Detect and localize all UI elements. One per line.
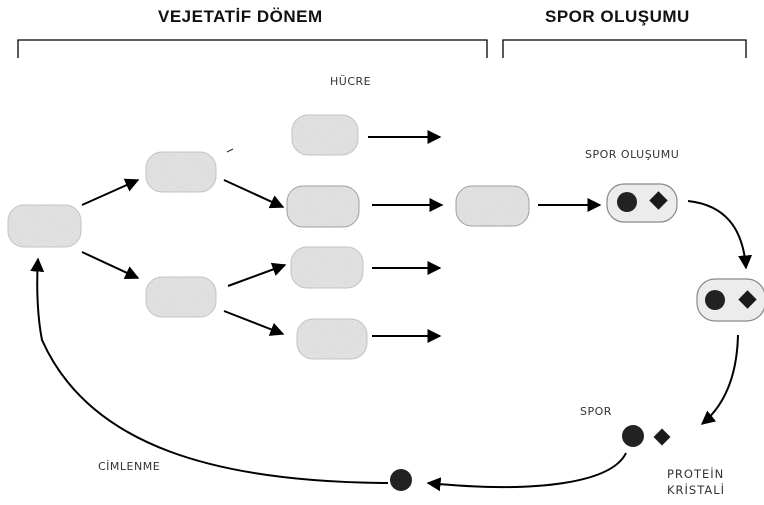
free-protein-crystal <box>653 428 671 446</box>
sporulation-phase-bracket <box>502 39 747 58</box>
arrow-top-to-gen2-2 <box>223 179 285 209</box>
arrow-sporulation-down <box>687 200 753 270</box>
arrow-mother-to-top <box>81 178 140 206</box>
protein-crystal-icon <box>649 191 668 210</box>
vegetative-phase-heading: VEJETATİF DÖNEM <box>158 7 323 26</box>
protein-crystal-label-line1: PROTEİN <box>667 467 725 481</box>
spore-label: SPOR <box>580 405 612 418</box>
sporulating-cell-1 <box>606 183 678 223</box>
sporulating-cell-2 <box>696 278 764 322</box>
arrow-release-spore <box>700 334 739 425</box>
endospore <box>705 290 725 310</box>
germinating-spore <box>390 469 412 491</box>
arrow-bottom-to-gen2-4 <box>223 310 285 336</box>
vegetative-cell-mother <box>7 204 82 248</box>
dash-mark <box>226 148 234 153</box>
vegetative-cell-gen2-1 <box>291 114 359 156</box>
pre-sporulation-cell <box>455 185 530 227</box>
arrow-germination-to-mother <box>30 257 389 484</box>
vegetative-cell-gen1-bottom <box>145 276 217 318</box>
free-spore <box>622 425 644 447</box>
sporulation-phase-heading: SPOR OLUŞUMU <box>545 7 690 26</box>
vegetative-cell-gen2-4 <box>296 318 368 360</box>
arrow-bottom-to-gen2-3 <box>227 262 287 287</box>
spore-formation-label: SPOR OLUŞUMU <box>585 148 680 161</box>
vegetative-cell-gen1-top <box>145 151 217 193</box>
protein-crystal-label-line2: KRİSTALİ <box>667 483 726 497</box>
vegetative-cell-gen2-2 <box>286 185 360 228</box>
protein-crystal-icon <box>738 290 757 309</box>
vegetative-phase-bracket <box>17 39 488 58</box>
germination-label: CİMLENME <box>98 460 161 473</box>
endospore <box>617 192 637 212</box>
vegetative-cell-gen2-3 <box>290 246 364 289</box>
arrow-to-germination <box>426 452 627 492</box>
cell-label: HÜCRE <box>330 75 372 88</box>
arrow-mother-to-bottom <box>81 251 140 280</box>
